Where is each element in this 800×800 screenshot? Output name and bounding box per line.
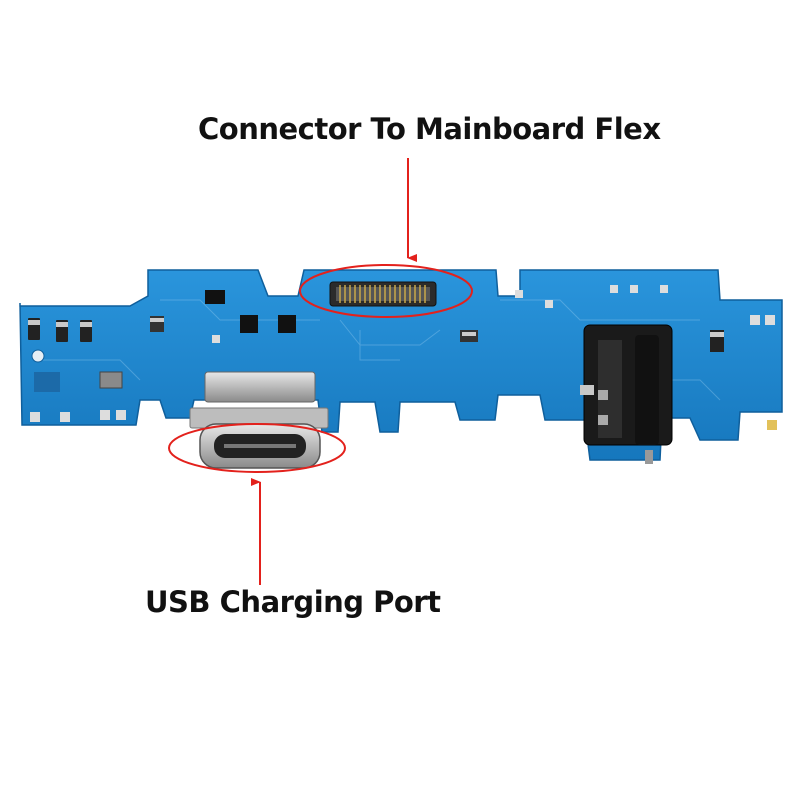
- usb-callout-label: USB Charging Port: [145, 585, 441, 619]
- usb-c-port-icon: [189, 371, 329, 469]
- center-components: [460, 285, 777, 430]
- connector-highlight-ellipse: [299, 264, 473, 318]
- usb-highlight-ellipse: [168, 423, 346, 473]
- board-connector-icon: [329, 281, 437, 307]
- connector-callout-label: Connector To Mainboard Flex: [198, 112, 661, 146]
- left-components: [28, 290, 296, 422]
- headphone-jack-icon: [580, 324, 673, 464]
